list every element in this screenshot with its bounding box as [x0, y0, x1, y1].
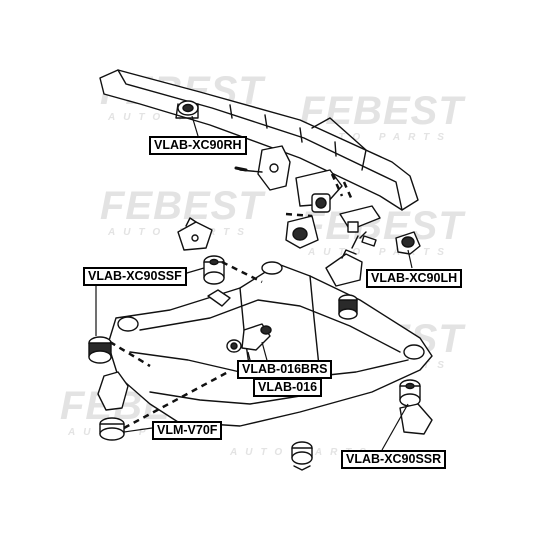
label-vlab-xc90ssf[interactable]: VLAB-XC90SSF	[83, 267, 187, 286]
label-vlab-xc90lh[interactable]: VLAB-XC90LH	[366, 269, 463, 288]
watermark-subtitle: AUTO PARTS	[68, 427, 212, 438]
watermark-subtitle: AUTO PARTS	[108, 227, 252, 238]
left-mount-bracket	[177, 217, 213, 251]
vlab-xc90ssr-part	[399, 379, 433, 435]
label-vlab-016brs[interactable]: VLAB-016BRS	[237, 360, 333, 379]
watermark-subtitle: AUTO PARTS	[308, 247, 452, 258]
vlab-016-part	[226, 323, 272, 353]
bottom-rear-bushing	[291, 441, 313, 471]
vlab-xc90lh-part	[395, 231, 421, 255]
watermark-brand: FEBEST	[100, 184, 264, 228]
right-upper-bracket	[285, 169, 381, 249]
front-bracket	[239, 145, 291, 191]
watermark-brand: FEBEST	[300, 89, 464, 133]
label-vlm-v70f[interactable]: VLM-V70F	[152, 421, 223, 440]
right-rear-bushing	[338, 294, 358, 320]
right-mid-bracket	[325, 249, 363, 287]
vlab-xc90ssf-part	[203, 255, 225, 285]
vlab-xc90rh-part	[175, 100, 199, 119]
bolts	[234, 166, 367, 249]
left-front-bushing	[88, 336, 112, 364]
vlm-v70f-part	[97, 371, 129, 441]
upper-crossmember	[99, 69, 419, 211]
label-vlab-xc90rh[interactable]: VLAB-XC90RH	[149, 136, 247, 155]
label-vlab-016[interactable]: VLAB-016	[253, 378, 323, 397]
label-vlab-xc90ssr[interactable]: VLAB-XC90SSR	[341, 450, 447, 469]
watermark-subtitle: AUTO PARTS	[308, 132, 452, 143]
dashed-leaders	[109, 173, 354, 430]
